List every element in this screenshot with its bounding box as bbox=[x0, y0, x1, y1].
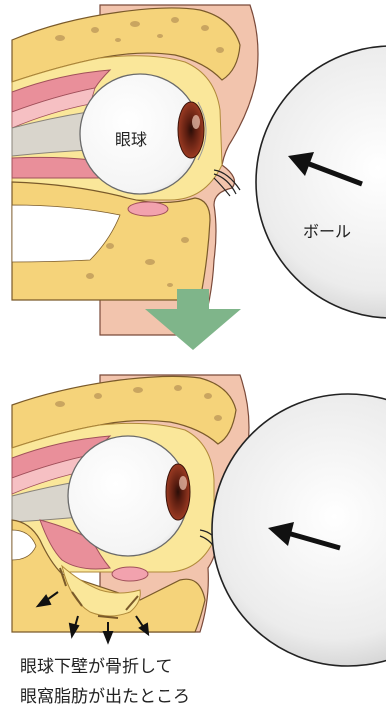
top-pupil-highlight bbox=[192, 115, 200, 129]
top-inferior-oblique bbox=[128, 202, 168, 216]
top-ball bbox=[256, 46, 386, 318]
eyeball-label: 眼球 bbox=[115, 126, 147, 150]
bottom-pupil-highlight bbox=[179, 476, 187, 490]
caption: 眼球下壁が骨折して 眼窩脂肪が出たところ bbox=[20, 652, 190, 712]
bottom-inferior-oblique bbox=[112, 567, 148, 581]
top-iris bbox=[178, 102, 204, 158]
top-panel bbox=[12, 5, 386, 335]
bottom-iris bbox=[166, 464, 190, 520]
caption-line-1: 眼球下壁が骨折して bbox=[20, 652, 190, 682]
caption-line-2: 眼窩脂肪が出たところ bbox=[20, 682, 190, 712]
bottom-panel bbox=[12, 375, 386, 666]
ball-label: ボール bbox=[303, 218, 351, 242]
